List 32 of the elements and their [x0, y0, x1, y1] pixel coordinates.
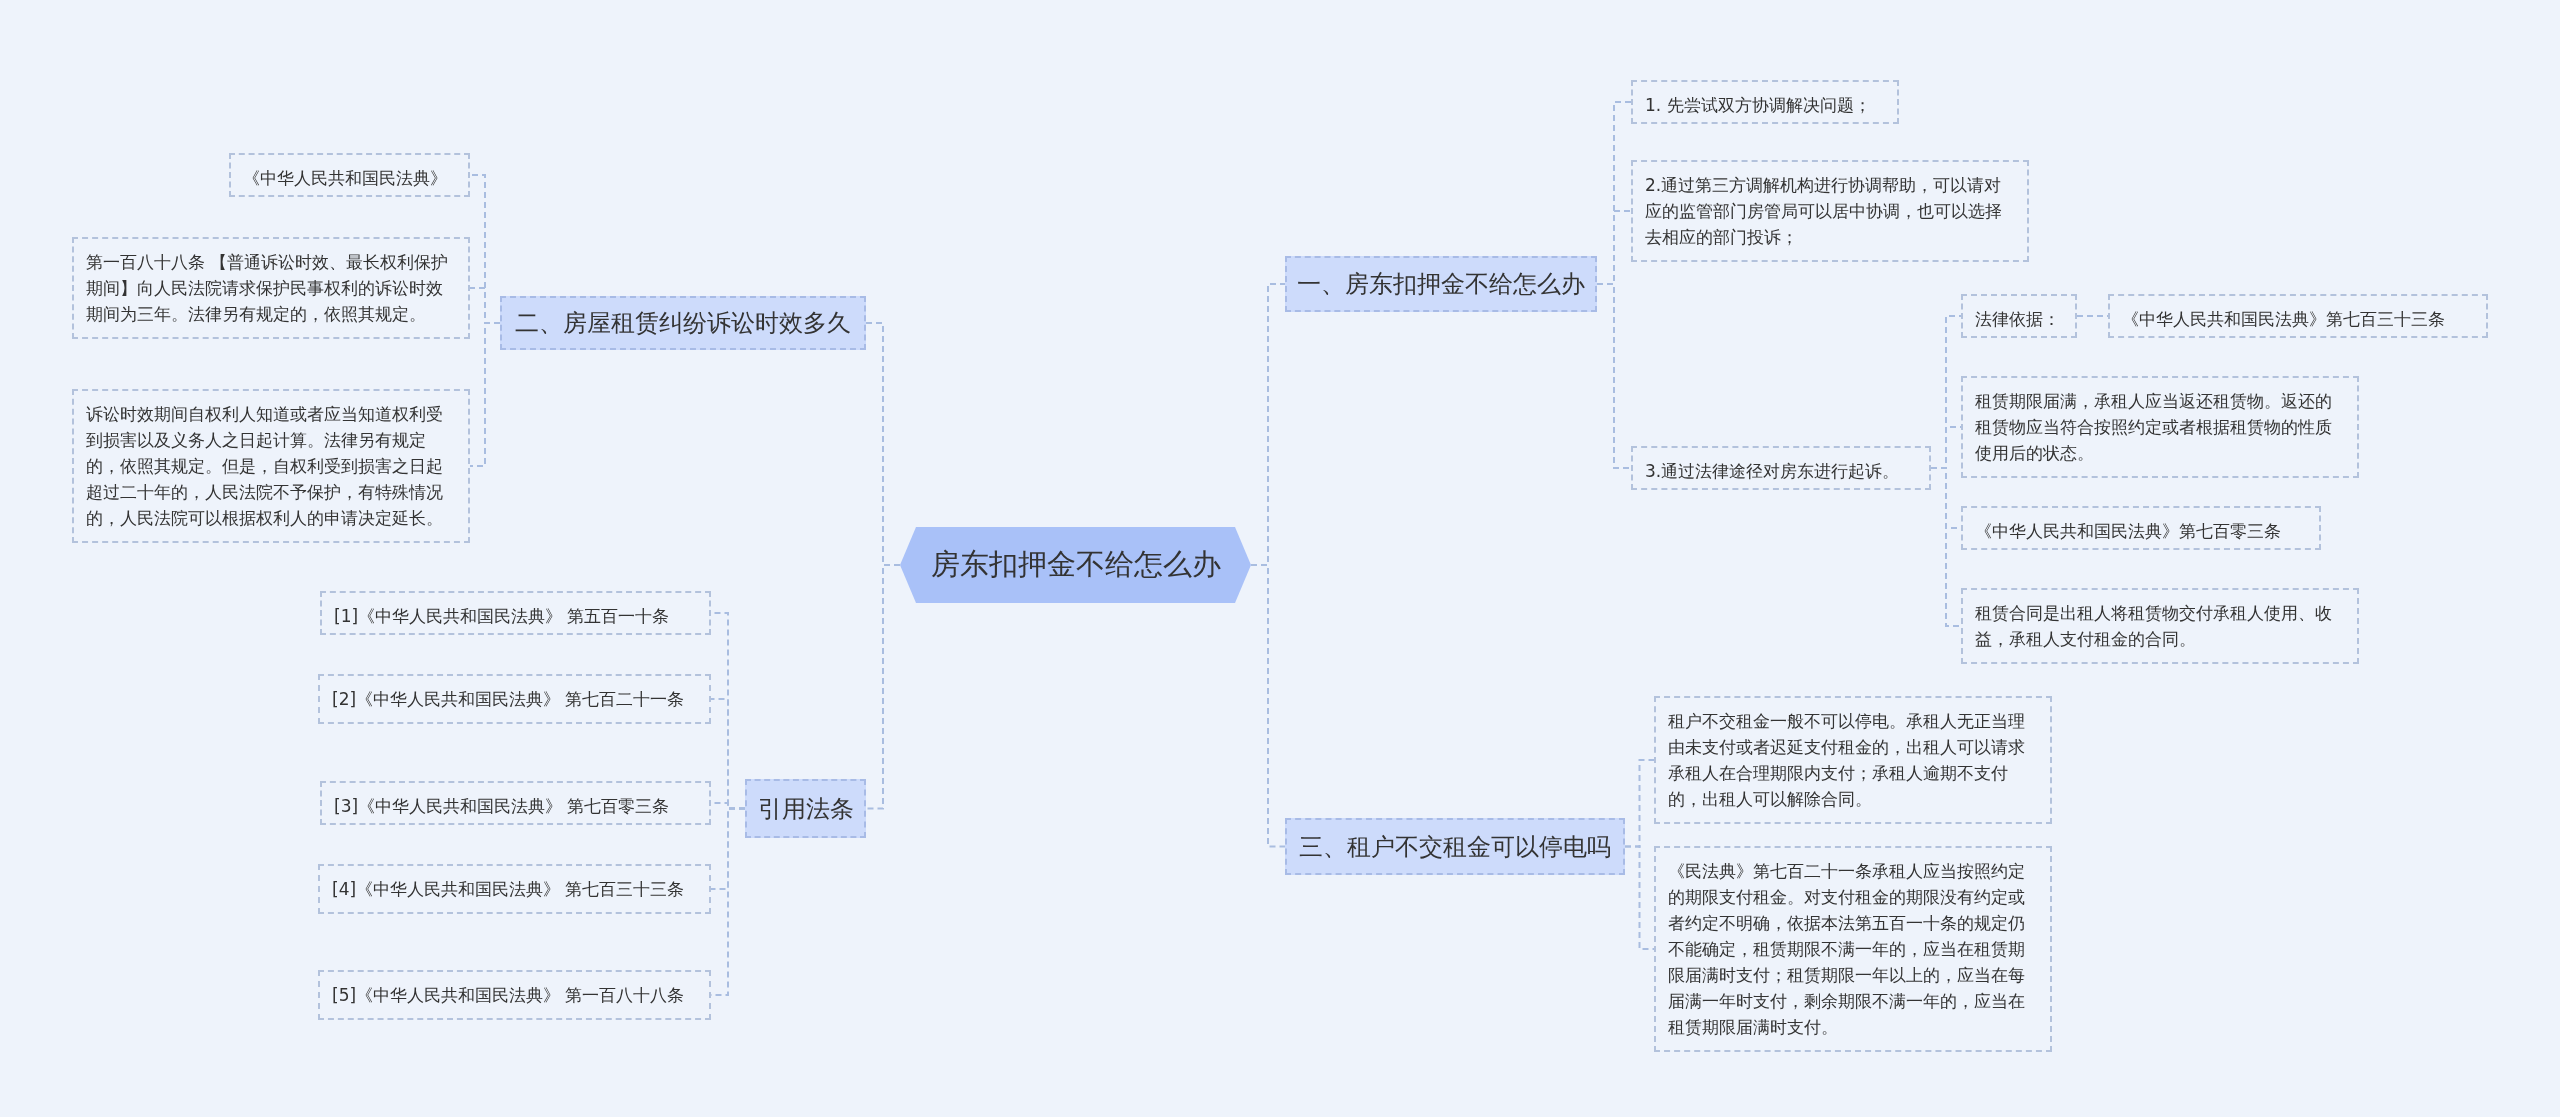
note-box: 1. 先尝试双方协调解决问题； [1631, 80, 1899, 124]
note-box: [1]《中华人民共和国民法典》 第五百一十条 [320, 591, 711, 635]
note-box: 诉讼时效期间自权利人知道或者应当知道权利受到损害以及义务人之日起计算。法律另有规定的，依照其规定。但是，自权利受到损害之日起超过二十年的，人民法院不予保护，有特殊情况的，人民法院可以根据权利人的申请决定延长。 [72, 389, 470, 543]
branch-topic: 三、租户不交租金可以停电吗 [1285, 818, 1625, 875]
topic-text: 房东扣押金不给怎么办 [930, 546, 1221, 583]
note-box: [4]《中华人民共和国民法典》 第七百三十三条 [318, 864, 711, 914]
connector-line [1596, 283, 1632, 469]
note-box: 《中华人民共和国民法典》第七百三十三条 [2108, 294, 2488, 338]
note-box: 租赁合同是出租人将租赁物交付承租人使用、收益，承租人支付租金的合同。 [1961, 588, 2359, 664]
note-box: 2.通过第三方调解机构进行协调帮助，可以请对应的监管部门房管局可以居中协调，也可以选择去相应的部门投诉； [1631, 160, 2029, 262]
connector-line [1250, 564, 1286, 848]
central-topic [900, 527, 1251, 603]
note-box: 法律依据： [1961, 294, 2077, 338]
note-box: [5]《中华人民共和国民法典》 第一百八十八条 [318, 970, 711, 1020]
connector-line [710, 807, 746, 996]
branch-topic: 引用法条 [745, 779, 866, 838]
connector-line [2076, 315, 2109, 317]
connector-line [1930, 467, 1962, 627]
branch-topic: 二、房屋租赁纠纷诉讼时效多久 [500, 296, 866, 350]
note-box: 《中华人民共和国民法典》第七百零三条 [1961, 506, 2321, 550]
connector-line [865, 564, 901, 810]
connector-line [1624, 845, 1655, 950]
note-box: [3]《中华人民共和国民法典》 第七百零三条 [320, 781, 711, 825]
note-box: 租赁期限届满，承租人应当返还租赁物。返还的租赁物应当符合按照约定或者根据租赁物的性质使用后的状态。 [1961, 376, 2359, 478]
note-box: 《民法典》第七百二十一条承租人应当按照约定的期限支付租金。对支付租金的期限没有约定或者约定不明确，依据本法第五百一十条的规定仍不能确定，租赁期限不满一年的，应当在租赁期限届满时支付；租赁期限一年以上的，应当在每届满一年时支付，剩余期限不满一年的，应当在租赁期限届满时支付。 [1654, 846, 2052, 1052]
note-box: 《中华人民共和国民法典》 [229, 153, 470, 197]
note-box: 租户不交租金一般不可以停电。承租人无正当理由未支付或者迟延支付租金的，出租人可以请求承租人在合理期限内支付；承租人逾期不支付的，出租人可以解除合同。 [1654, 696, 2052, 824]
branch-topic: 一、房东扣押金不给怎么办 [1285, 256, 1597, 312]
note-box: 3.通过法律途径对房东进行起诉。 [1631, 446, 1931, 490]
note-box: [2]《中华人民共和国民法典》 第七百二十一条 [318, 674, 711, 724]
note-box: 第一百八十八条 【普通诉讼时效、最长权利保护期间】向人民法院请求保护民事权利的诉讼时效期间为三年。法律另有规定的，依照其规定。 [72, 237, 470, 339]
connector-line [469, 322, 501, 467]
